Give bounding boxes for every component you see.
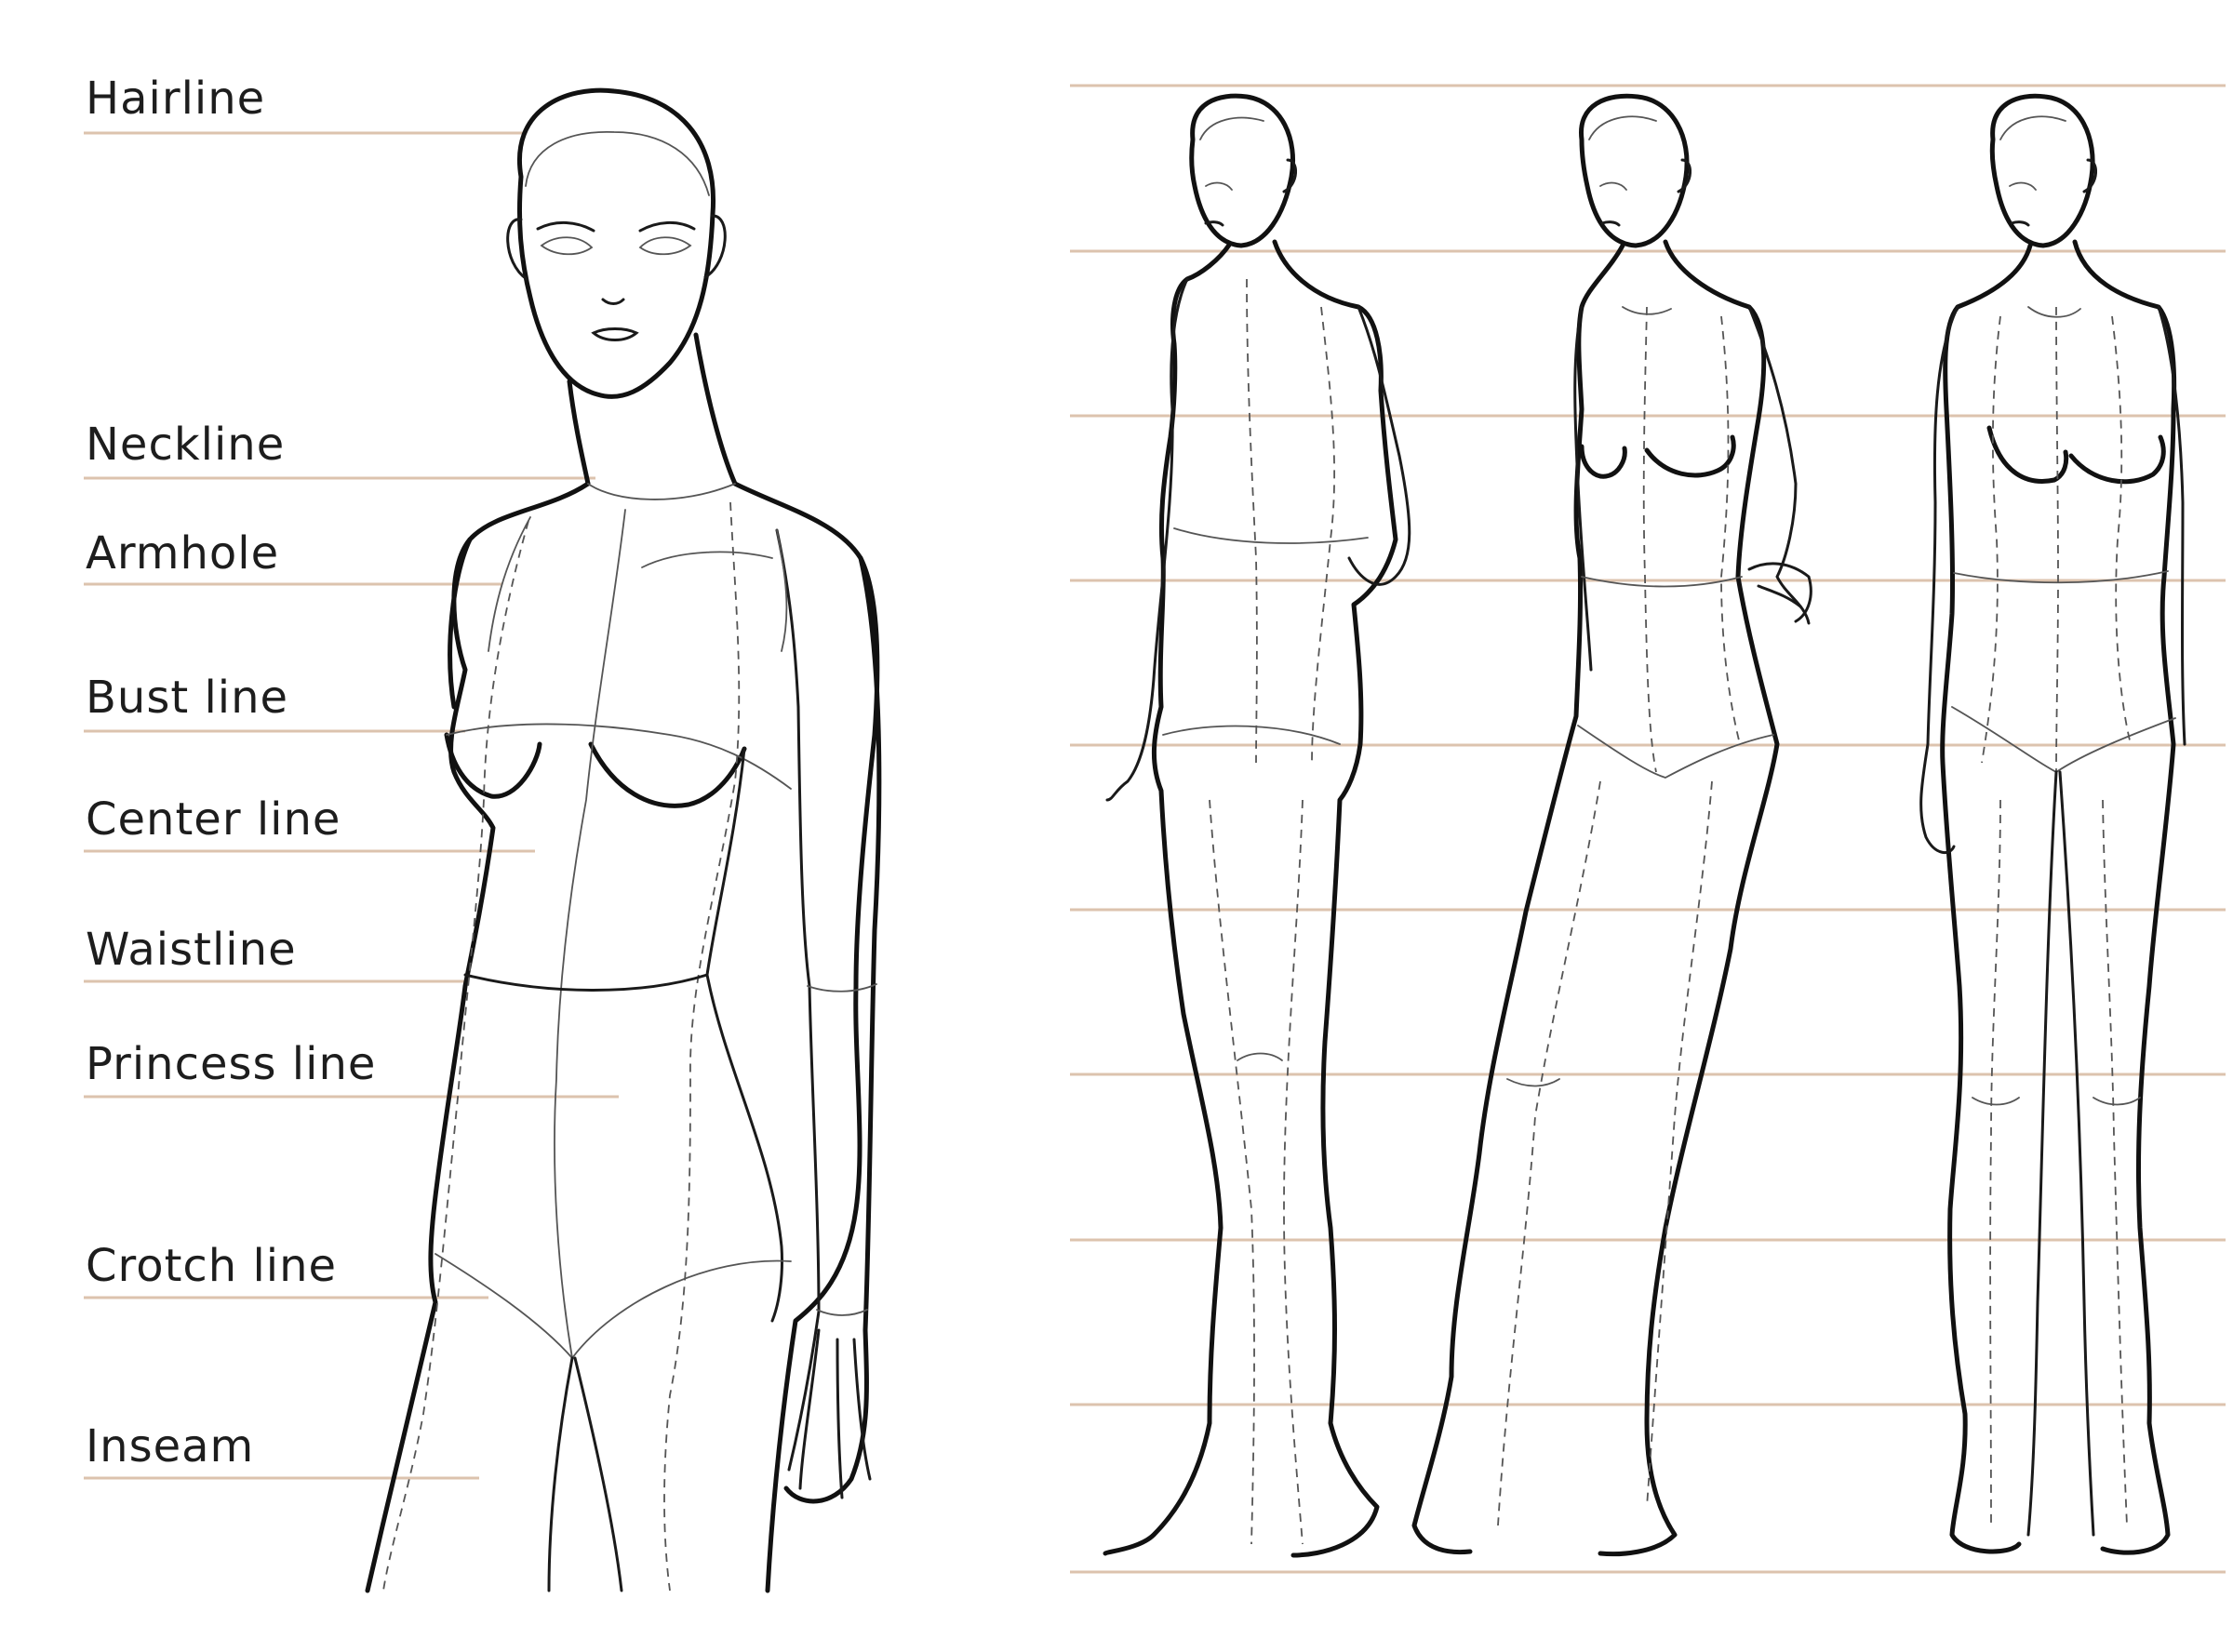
- closeup-side-seam: [707, 749, 782, 1321]
- closeup-princess-line-right: [664, 502, 739, 1591]
- label-bust-line: Bust line: [86, 672, 288, 724]
- label-armhole: Armhole: [86, 527, 279, 580]
- figure-front-bust: [1989, 428, 2163, 482]
- closeup-bust-right: [591, 744, 744, 806]
- figure-back-view: [1105, 96, 1410, 1555]
- figure-front-princess-right: [2112, 316, 2131, 744]
- figure-three-quarter-leg-seam-left: [1498, 781, 1600, 1525]
- figure-three-quarter-hip: [1578, 726, 1773, 778]
- closeup-figure: [368, 90, 879, 1591]
- closeup-inner-arm: [777, 530, 819, 1470]
- closeup-neck-right: [696, 335, 735, 484]
- figure-three-quarter-head: [1581, 96, 1687, 246]
- label-hairline: Hairline: [86, 73, 265, 125]
- label-princess-line: Princess line: [86, 1038, 376, 1090]
- figure-three-quarter-princess: [1721, 316, 1740, 744]
- figure-back-body-right: [1275, 242, 1396, 1555]
- figure-three-quarter-bust: [1582, 437, 1733, 476]
- closeup-center-line: [555, 510, 625, 1358]
- figure-front-body-left: [1943, 246, 2030, 1552]
- figure-front-right-arm: [2159, 307, 2185, 744]
- label-inseam: Inseam: [86, 1420, 254, 1472]
- figure-back-leg-seam-right: [1284, 800, 1303, 1544]
- figure-front-head: [1992, 96, 2093, 246]
- closeup-torso-outline: [368, 484, 588, 1591]
- label-crotch-line: Crotch line: [86, 1240, 337, 1292]
- figure-front-inner-leg-left: [2028, 772, 2056, 1535]
- figure-three-quarter-view: [1414, 96, 1811, 1553]
- figure-front-princess-left: [1982, 316, 2000, 763]
- figure-three-quarter-body-left: [1414, 246, 1623, 1552]
- figure-three-quarter-leg-seam-right: [1647, 781, 1712, 1507]
- closeup-neck-left: [569, 381, 588, 484]
- closeup-inner-leg-right: [575, 1358, 622, 1591]
- closeup-neckline-curve: [588, 484, 735, 500]
- figure-front-neckline: [2028, 307, 2080, 317]
- label-neckline: Neckline: [86, 419, 285, 471]
- closeup-wrist-line: [817, 1310, 867, 1315]
- figure-front-view: [1921, 96, 2185, 1552]
- figure-back-center-seam: [1247, 279, 1257, 763]
- figure-back-waist: [1174, 528, 1368, 543]
- label-waistline: Waistline: [86, 924, 297, 976]
- figure-three-quarter-knee: [1507, 1079, 1559, 1086]
- figure-three-quarter-center-line: [1644, 307, 1656, 772]
- figure-three-quarter-body-right: [1600, 242, 1777, 1554]
- figure-front-inner-leg-right: [2060, 772, 2093, 1535]
- closeup-head: [519, 90, 713, 396]
- label-center-line: Center line: [86, 793, 341, 846]
- closeup-collar-curve: [642, 552, 772, 567]
- figure-front-knee: [1972, 1098, 2140, 1105]
- closeup-crotch-curve: [435, 1254, 791, 1358]
- closeup-arm-left: [450, 540, 470, 707]
- figure-back-body-left: [1105, 244, 1230, 1553]
- figure-back-princess: [1312, 307, 1334, 763]
- closeup-waistline: [465, 975, 707, 991]
- figure-back-knee: [1237, 1054, 1282, 1061]
- closeup-elbow-line: [808, 984, 876, 992]
- closeup-bust-band: [447, 724, 791, 789]
- closeup-inner-leg-left: [549, 1358, 572, 1591]
- figure-front-center-line: [2056, 307, 2058, 772]
- figure-three-quarter-right-arm: [1749, 307, 1809, 623]
- closeup-arm-right: [786, 558, 879, 1501]
- left-labels: Hairline Neckline Armhole Bust line Cent…: [86, 73, 376, 1472]
